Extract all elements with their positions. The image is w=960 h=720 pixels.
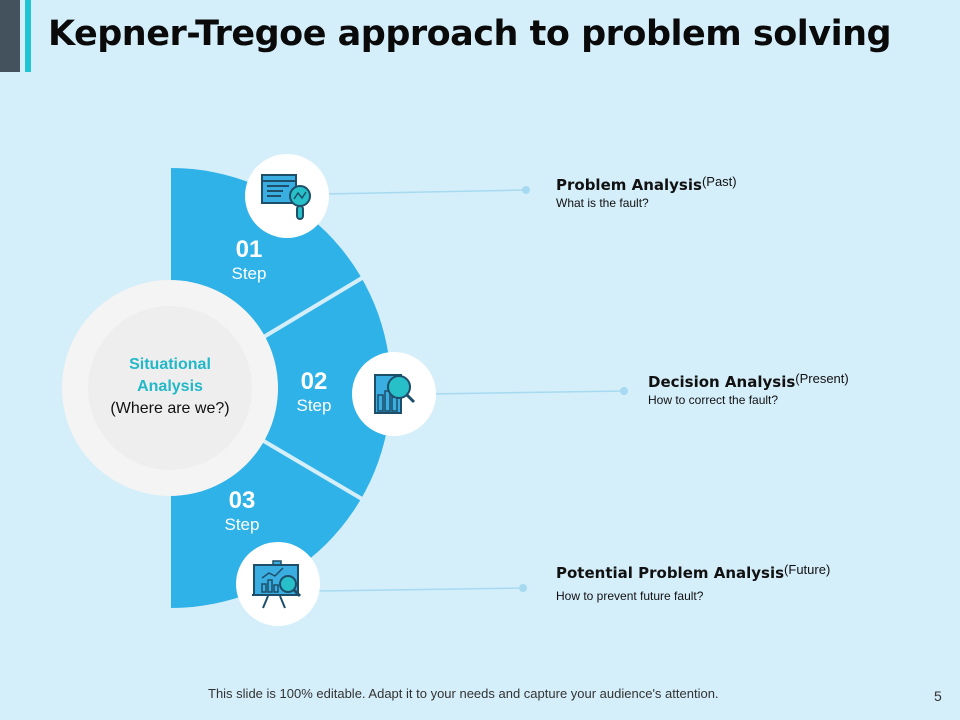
step-3-number: 03 [228, 487, 256, 514]
connector-line-1 [324, 189, 527, 195]
step-1-icon-circle [245, 154, 329, 238]
connector-line-2 [429, 390, 625, 395]
step-2-number: 02 [300, 368, 328, 395]
step-1-title: Problem Analysis [556, 176, 702, 194]
title-accent-bar-teal [25, 0, 31, 72]
step-1-tag: (Past) [701, 174, 737, 189]
center-title-line2: Analysis [137, 378, 203, 395]
step-2-word: Step [296, 396, 332, 415]
step-3-icon-circle [236, 542, 320, 626]
connector-line-3 [317, 587, 524, 592]
step-3-info: Potential Problem Analysis(Future) How t… [556, 562, 830, 603]
connector-dot-2 [620, 387, 628, 395]
step-3-title: Potential Problem Analysis [556, 564, 785, 582]
step-3-description: How to prevent future fault? [556, 589, 704, 603]
step-3-tag: (Future) [784, 562, 831, 577]
step-2-info: Decision Analysis(Present) How to correc… [648, 371, 849, 407]
page-number: 5 [934, 688, 942, 704]
step-2-label: 02 Step [274, 368, 354, 416]
connector-dot-3 [519, 584, 527, 592]
presentation-board-search-icon [252, 560, 302, 609]
center-situational-analysis: Situational Analysis (Where are we?) [80, 354, 260, 420]
separator-2-3 [260, 438, 364, 501]
step-2-tag: (Present) [795, 371, 849, 386]
step-1-info: Problem Analysis(Past) What is the fault… [556, 174, 737, 210]
analytics-report-search-icon [261, 174, 311, 220]
center-subtitle: (Where are we?) [110, 400, 230, 417]
separator-1-2 [260, 276, 364, 340]
title-accent-bar-dark [0, 0, 20, 72]
step-1-word: Step [231, 264, 267, 283]
footer-note: This slide is 100% editable. Adapt it to… [208, 686, 719, 701]
step-3-label: 03 Step [202, 487, 282, 535]
step-1-description: What is the fault? [556, 196, 649, 210]
center-circle-inner [88, 306, 252, 470]
connector-dot-1 [522, 186, 530, 194]
bar-chart-search-icon [374, 374, 416, 414]
step-1-label: 01 Step [209, 236, 289, 284]
step-1-number: 01 [235, 236, 263, 263]
step-3-word: Step [224, 515, 260, 534]
step-ring [171, 168, 391, 608]
center-title-line1: Situational [129, 356, 211, 373]
step-2-description: How to correct the fault? [648, 393, 779, 407]
step-2-title: Decision Analysis [648, 373, 796, 391]
step-2-icon-circle [352, 352, 436, 436]
slide-title: Kepner-Tregoe approach to problem solvin… [48, 14, 892, 54]
